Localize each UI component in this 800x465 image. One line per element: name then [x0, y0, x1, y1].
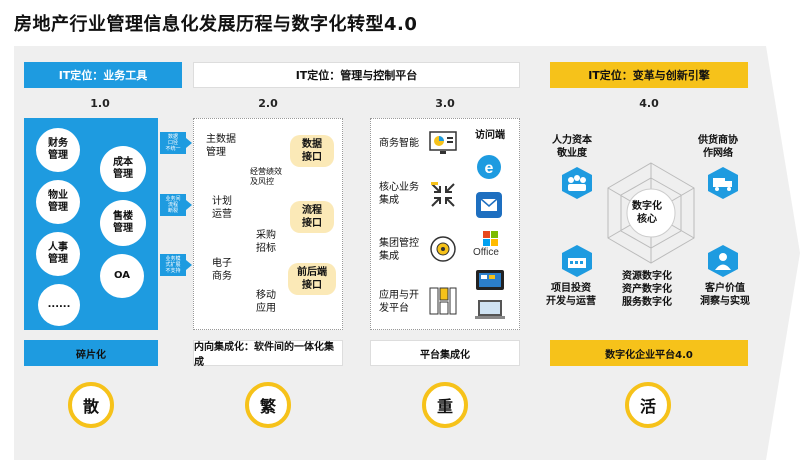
customer-icon [708, 245, 738, 277]
box-frontback-interface: 前后端 接口 [288, 263, 336, 295]
stage1-header: IT定位：业务工具 [24, 62, 182, 88]
stage4-header: IT定位：变革与创新引擎 [550, 62, 748, 88]
laptop-icon [475, 300, 505, 319]
bubble-sales: 售楼 管理 [100, 200, 146, 246]
stage1-version: 1.0 [90, 97, 110, 110]
node-human-capital: 人力资本 敬业度 [552, 135, 592, 159]
stage4-character: 活 [625, 382, 671, 428]
node-customer: 客户价值 洞察与实现 [700, 283, 750, 307]
access-label: 访问端 [475, 130, 505, 141]
stage3-version: 3.0 [435, 97, 455, 110]
box-data-interface: 数据 接口 [290, 135, 334, 167]
item-bi: 商务智能 [379, 138, 419, 149]
stage2-character: 繁 [245, 382, 291, 428]
svg-text:e: e [485, 160, 494, 177]
box-process-interface: 流程 接口 [290, 201, 334, 233]
tag-model-unsupported: 业务模 式扩展 不支持 [160, 254, 186, 276]
item-procurement: 采购 招标 [256, 230, 276, 254]
stage4-version: 4.0 [639, 97, 659, 110]
tag-data-inconsistent: 数据 口径 不统一 [160, 132, 186, 154]
digitalization-list: 资源数字化 资产数字化 服务数字化 [622, 271, 672, 308]
hex-network-icon [607, 162, 695, 264]
tag-arrow [186, 200, 192, 210]
node-project: 项目投资 开发与运营 [546, 283, 596, 307]
app-grid-icon [429, 287, 457, 315]
people-icon [562, 167, 592, 199]
office-icon: Office [473, 231, 509, 261]
stage4-footer: 数字化企业平台4.0 [550, 340, 748, 366]
stage3-character: 重 [422, 382, 468, 428]
factory-icon [562, 245, 592, 277]
stage2-panel: 主数据 管理 经营绩效 及风控 数据 接口 计划 运营 流程 接口 采购 招标 … [193, 118, 343, 330]
stage2-version: 2.0 [258, 97, 278, 110]
item-group-control: 集团管控 集成 [379, 238, 419, 262]
item-master-data: 主数据 管理 [206, 134, 236, 158]
item-mobile: 移动 应用 [256, 290, 276, 314]
integration-arrows-icon [431, 182, 455, 207]
bubble-more: ...... [38, 284, 80, 326]
truck-icon [708, 167, 738, 199]
bubble-property: 物业 管理 [36, 180, 80, 224]
bubble-cost: 成本 管理 [100, 146, 146, 192]
control-dial-icon [430, 236, 456, 262]
stage3-panel: 商务智能 核心业务 集成 集团管控 集成 应用与开 发平台 访问端 e [370, 118, 520, 330]
tag-process-broken: 业务间 流程 断裂 [160, 194, 186, 216]
bubble-oa: OA [100, 254, 144, 298]
mail-app-icon [476, 192, 502, 218]
tablet-icon [476, 270, 504, 290]
stage1-footer: 碎片化 [24, 340, 158, 366]
stage1-character: 散 [68, 382, 114, 428]
digital-core: 数字化 核心 [632, 201, 662, 225]
ie-browser-icon: e [477, 155, 501, 179]
node-supplier: 供货商协 作网络 [698, 135, 738, 159]
tag-arrow [186, 138, 192, 148]
stage2-footer: 内向集成化：软件间的一体化集成 [193, 340, 343, 368]
page-title: 房地产行业管理信息化发展历程与数字化转型4.0 [14, 14, 418, 35]
stage3-footer: 平台集成化 [370, 340, 520, 366]
stage4-area: 数字化 核心 人力资本 敬业度 供货商协 作网络 项目投资 开发与运营 客户价值… [540, 118, 760, 330]
tag-arrow [186, 260, 192, 270]
item-planning: 计划 运营 [212, 196, 232, 220]
item-core-business: 核心业务 集成 [379, 182, 419, 206]
stage2-header: IT定位：管理与控制平台 [193, 62, 520, 88]
monitor-chart-icon [429, 131, 457, 154]
bubble-finance: 财务 管理 [36, 128, 80, 172]
stage1-panel: 财务 管理 成本 管理 物业 管理 售楼 管理 人事 管理 OA ...... [24, 118, 158, 330]
item-performance: 经营绩效 及风控 [250, 167, 282, 187]
item-ecommerce: 电子 商务 [212, 258, 232, 282]
item-app-platform: 应用与开 发平台 [379, 290, 419, 314]
office-label: Office [473, 247, 499, 258]
bubble-hr: 人事 管理 [36, 232, 80, 276]
